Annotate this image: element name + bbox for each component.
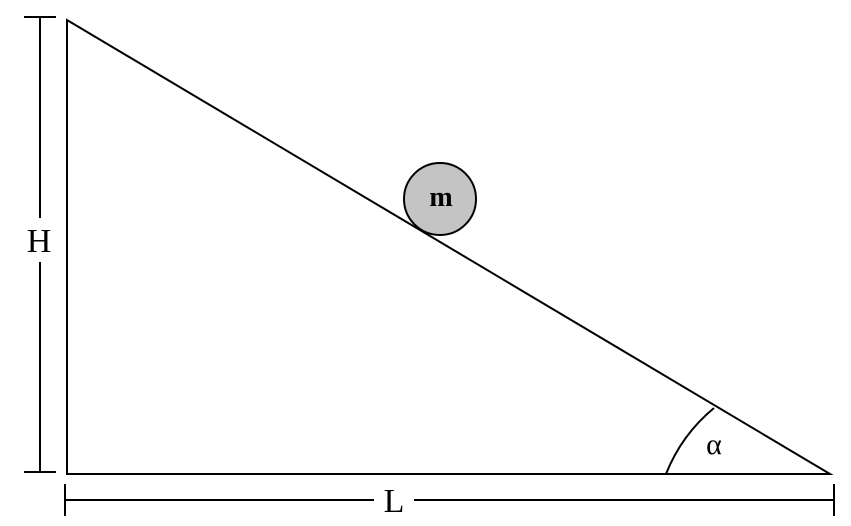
height-label: H: [27, 223, 52, 260]
mass-ball: [403, 162, 477, 236]
incline-triangle: [66, 18, 834, 475]
mass-label: m: [429, 182, 452, 213]
height-dimension: [24, 16, 56, 473]
angle-arc: [665, 407, 715, 475]
length-label: L: [384, 483, 405, 520]
angle-label: α: [706, 428, 722, 461]
length-dimension: [64, 484, 835, 516]
